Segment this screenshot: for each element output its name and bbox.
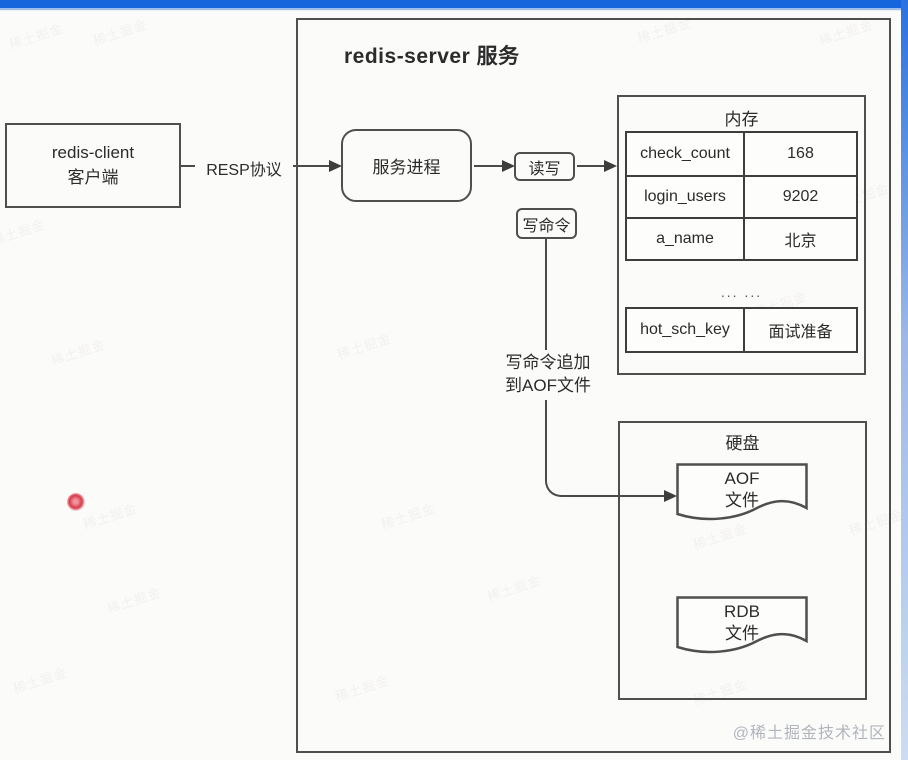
memory-ellipsis: ... ... <box>720 284 763 300</box>
redis-client-box: redis-client 客户端 <box>5 123 181 208</box>
table-row: check_count 168 <box>627 133 856 175</box>
rdb-document-icon <box>676 596 808 654</box>
disk-panel <box>618 421 867 700</box>
memory-kv-table: check_count 168 login_users 9202 a_name … <box>625 131 858 261</box>
faint-watermark-text: 稀土掘金 <box>105 584 164 617</box>
faint-watermark-text: 稀土掘金 <box>11 664 70 697</box>
kv-key: hot_sch_key <box>627 309 745 351</box>
aof-append-note: 写命令追加 到AOF文件 <box>492 350 604 400</box>
redis-client-label-en: redis-client <box>51 142 135 162</box>
redis-client-label-cn: 客户端 <box>67 167 119 187</box>
table-row: login_users 9202 <box>627 175 856 217</box>
rw-to-memory-line <box>577 165 607 167</box>
table-row: hot_sch_key 面试准备 <box>627 309 856 351</box>
rdb-label-line1: RDB <box>724 602 760 621</box>
laser-pointer-dot <box>67 493 85 511</box>
faint-watermark-text: 稀土掘金 <box>0 216 48 249</box>
kv-key: login_users <box>627 177 745 217</box>
window-right-edge <box>901 0 908 760</box>
faint-watermark-text: 稀土掘金 <box>91 16 150 49</box>
aof-document-label: AOF 文件 <box>676 468 808 512</box>
resp-arrowhead-icon <box>329 160 342 172</box>
resp-protocol-label: RESP协议 <box>195 155 293 181</box>
server-process-box: 服务进程 <box>341 129 472 202</box>
redis-server-box <box>296 18 891 753</box>
memory-hot-key-table: hot_sch_key 面试准备 <box>625 307 858 353</box>
kv-value: 面试准备 <box>768 324 833 341</box>
aof-label-line1: AOF <box>724 469 760 488</box>
disk-title: 硬盘 <box>725 434 760 453</box>
rdb-document-label: RDB 文件 <box>676 601 808 645</box>
aof-append-note-line1: 写命令追加 <box>505 353 591 372</box>
aof-document-icon <box>676 463 808 521</box>
redis-server-title: redis-server 服务 <box>344 45 520 68</box>
kv-value: 168 <box>787 145 814 162</box>
kv-key: a_name <box>627 219 745 259</box>
memory-title: 内存 <box>724 110 759 129</box>
faint-watermark-text: 稀土掘金 <box>49 336 108 369</box>
memory-panel <box>617 95 866 375</box>
aof-append-note-line2: 到AOF文件 <box>505 375 591 395</box>
write-command-box: 写命令 <box>516 208 577 239</box>
write-cmd-to-aof-arrowhead-icon <box>664 490 677 502</box>
kv-value: 北京 <box>784 233 817 250</box>
read-write-box: 读写 <box>514 152 575 181</box>
process-to-rw-arrowhead-icon <box>502 160 515 172</box>
kv-key: check_count <box>627 133 745 175</box>
rdb-label-line2: 文件 <box>725 624 759 644</box>
aof-label-line2: 文件 <box>725 491 759 511</box>
faint-watermark-text: 稀土掘金 <box>81 500 140 533</box>
window-top-bar <box>0 0 908 11</box>
site-credit-watermark: @稀土掘金技术社区 <box>732 725 886 742</box>
table-row: a_name 北京 <box>627 217 856 259</box>
faint-watermark-text: 稀土掘金 <box>7 20 66 53</box>
process-to-rw-line <box>474 165 506 167</box>
kv-value: 9202 <box>782 188 819 205</box>
rw-to-memory-arrowhead-icon <box>604 160 617 172</box>
